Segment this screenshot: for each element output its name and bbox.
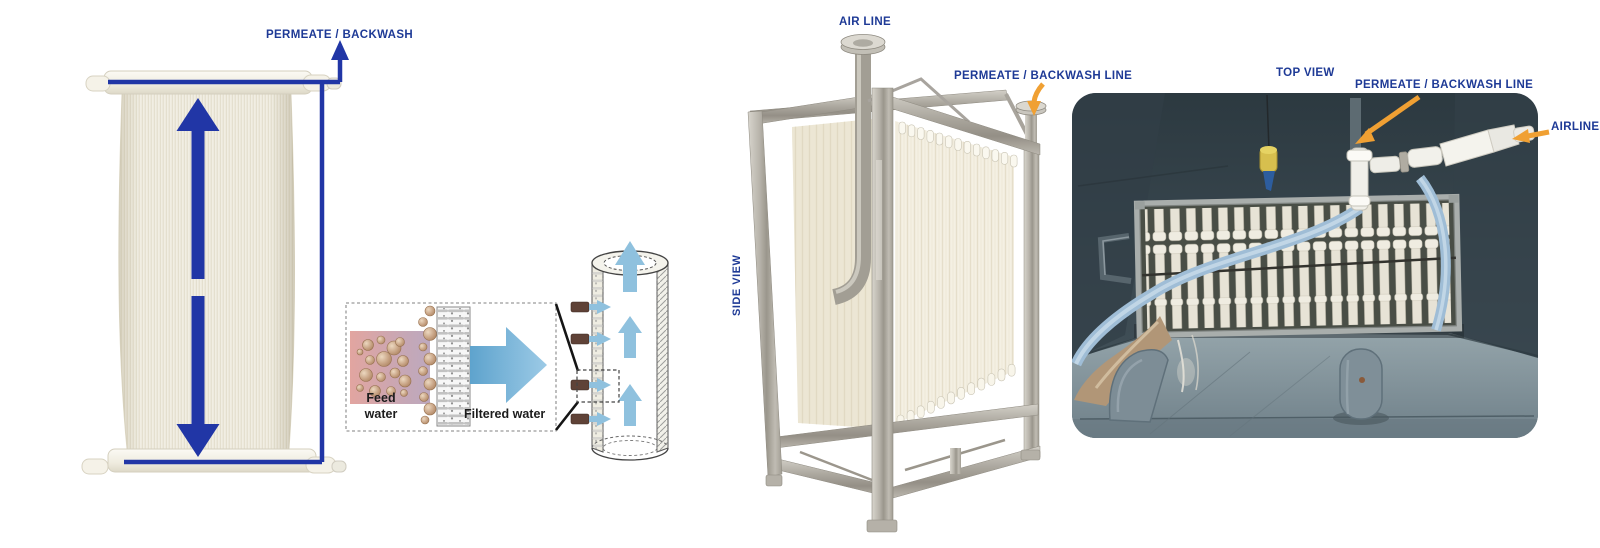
top-permeate-backwash-line-label: PERMEATE / BACKWASH LINE bbox=[1355, 79, 1534, 91]
permeate-arrow-icon bbox=[331, 40, 349, 60]
permeate-pointer-arrow-icon bbox=[1027, 82, 1045, 116]
module-end-cap bbox=[81, 458, 109, 475]
membrane-cassette-top bbox=[1133, 193, 1463, 339]
floor-pipe-stub bbox=[1108, 349, 1169, 423]
curtain-bottom-caps bbox=[896, 363, 1016, 428]
rejected-particles bbox=[418, 305, 437, 425]
top-view-photo bbox=[1072, 93, 1550, 438]
permeate-up-arrow-icon bbox=[615, 241, 645, 292]
blue-hose bbox=[1072, 174, 1451, 367]
filtered-water-arrow-icon bbox=[470, 327, 547, 403]
top-view-label: TOP VIEW bbox=[1276, 67, 1335, 79]
zoom-region-box bbox=[576, 369, 620, 403]
yellow-valve bbox=[1259, 94, 1278, 191]
filtered-water-label: Filtered water bbox=[464, 407, 546, 421]
side-permeate-backwash-line-label: PERMEATE / BACKWASH LINE bbox=[954, 70, 1133, 82]
module-end-cap bbox=[85, 75, 111, 92]
curtain-top-caps bbox=[898, 121, 1018, 168]
top-permeate-pointer-arrow-icon bbox=[1355, 94, 1421, 144]
feed-particles bbox=[356, 335, 412, 397]
up-down-arrow-icon bbox=[176, 98, 220, 457]
feed-water-label: Feed water bbox=[364, 391, 398, 421]
tank-handle bbox=[1097, 233, 1132, 284]
air-line-pipe bbox=[831, 48, 871, 305]
permeate-flow-line bbox=[108, 58, 343, 465]
feed-water-stream bbox=[1074, 316, 1199, 406]
floor-pipe-stub bbox=[1333, 348, 1389, 425]
airline-label: AIRLINE bbox=[1551, 121, 1600, 133]
magnifier-lines bbox=[554, 303, 580, 431]
permeate-tee-fitting bbox=[1346, 147, 1373, 211]
membrane-module-figure bbox=[81, 40, 349, 475]
filtration-detail-figure bbox=[345, 302, 580, 432]
side-view-label: SIDE VIEW bbox=[731, 254, 743, 316]
inlet-arrow-icon bbox=[570, 300, 611, 426]
permeate-pipe bbox=[1350, 98, 1361, 152]
air-line-label: AIR LINE bbox=[839, 16, 891, 28]
hollow-fiber-figure bbox=[570, 241, 669, 461]
inner-flow-arrow-icon bbox=[618, 316, 642, 426]
side-view-photo bbox=[747, 34, 1047, 533]
airline-pointer-arrow-icon bbox=[1512, 129, 1550, 143]
permeate-backwash-label: PERMEATE / BACKWASH bbox=[266, 29, 413, 41]
